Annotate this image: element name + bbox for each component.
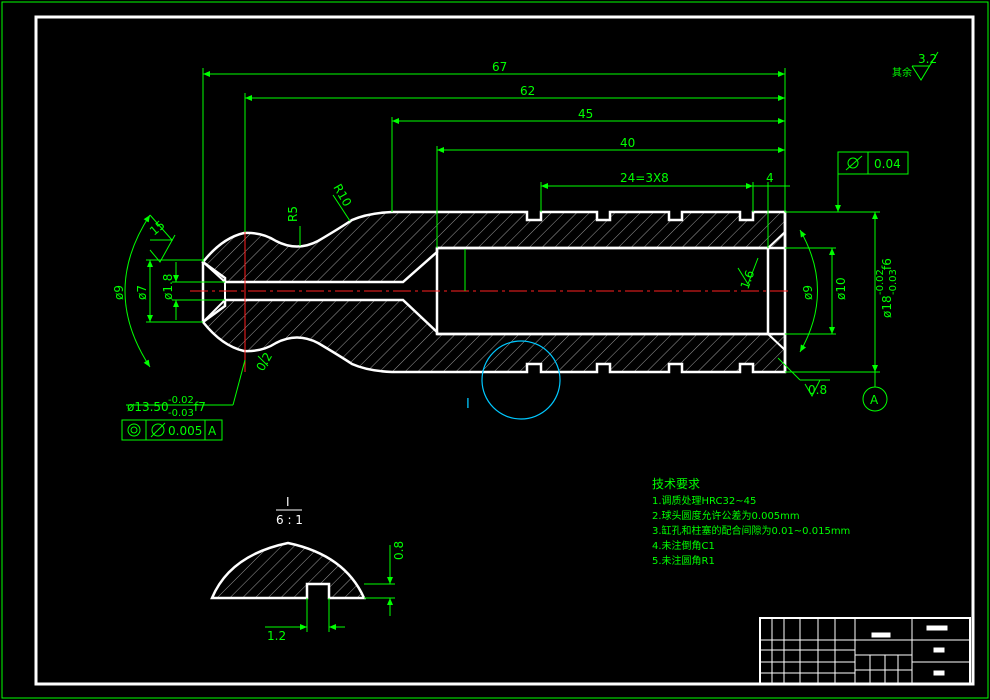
inner-frame <box>34 15 975 686</box>
ball-dia: ø13.50 <box>127 400 169 414</box>
coaxiality-frame <box>121 419 223 441</box>
dim-r0-2: 0.2 <box>253 350 275 374</box>
detail-texts: I I 6 : 1 0.8 1.2 <box>267 397 470 643</box>
dim-r5: R5 <box>286 206 300 222</box>
coaxiality-datum: A <box>208 424 217 438</box>
dim-67: 67 <box>492 60 507 74</box>
dim-40: 40 <box>620 136 635 150</box>
note-item-5: 5.未注圆角R1 <box>652 554 715 567</box>
tolerance-texts: 0.04 0.005 A A <box>168 157 901 438</box>
plunger-section <box>190 208 790 374</box>
dim-grooves: 24=3X8 <box>620 171 669 185</box>
dim-r10: R10 <box>330 182 354 209</box>
coaxiality-value: 0.005 <box>168 424 202 438</box>
outer-dia: ø18 <box>880 295 894 318</box>
dim-ball-9: ø9 <box>112 285 126 300</box>
dim-4: 4 <box>766 171 774 185</box>
title-block <box>759 617 971 685</box>
detail-view <box>210 509 395 632</box>
outer-fit: f6 <box>880 258 894 270</box>
ball-tol-upper: -0.02 <box>168 395 194 406</box>
note-item-1: 1.调质处理HRC32~45 <box>652 495 756 507</box>
roughness-general-symbol <box>911 51 939 81</box>
roughness-symbols <box>149 51 939 398</box>
bore-chamfer <box>767 231 786 351</box>
rough-3-2: 3.2 <box>918 52 937 66</box>
dim-angle-15: 15 <box>147 218 168 239</box>
note-item-4: 4.未注倒角C1 <box>652 539 715 552</box>
datum-circle <box>862 386 888 412</box>
dim-dia-7: ø7 <box>135 285 149 300</box>
outer-tol-lower: -0.03 <box>888 269 899 295</box>
dim-45: 45 <box>578 107 593 121</box>
outer-tol-upper: -0.02 <box>875 269 886 295</box>
body-lower-half <box>201 298 787 374</box>
ball-fit: f7 <box>194 400 206 414</box>
detail-marker: I <box>466 397 470 412</box>
dimensions <box>124 68 880 406</box>
dim-62: 62 <box>520 84 535 98</box>
rough-rest-label: 其余 <box>892 66 912 79</box>
chamfer-1-6: 1.6 <box>738 268 758 291</box>
cylindricity-frame <box>837 151 909 175</box>
detail-groove-section <box>210 541 366 600</box>
note-item-2: 2.球头圆度允许公差为0.005mm <box>652 509 800 522</box>
note-item-3: 3.缸孔和柱塞的配合间隙为0.01~0.015mm <box>652 524 850 537</box>
detail-scale: 6 : 1 <box>276 513 303 527</box>
cylindricity-value: 0.04 <box>874 157 901 171</box>
detail-width: 1.2 <box>267 629 286 643</box>
roughness-ball-symbol <box>149 234 176 263</box>
datum-label: A <box>870 393 879 407</box>
dim-bore-10: ø10 <box>834 277 848 300</box>
detail-title: I <box>286 495 290 509</box>
bore-wall <box>437 246 770 336</box>
roughness-outer-symbol <box>804 379 821 398</box>
detail-circle <box>481 340 561 420</box>
notes-heading: 技术要求 <box>652 477 700 491</box>
dim-bore-9: ø9 <box>801 285 815 300</box>
technical-notes: 技术要求 1.调质处理HRC32~45 2.球头圆度允许公差为0.005mm 3… <box>652 477 850 567</box>
rough-0-8: 0.8 <box>808 383 827 397</box>
ball-tol-lower: -0.03 <box>168 408 194 419</box>
detail-depth: 0.8 <box>392 541 406 560</box>
dim-dia-1-8: ø1.8 <box>161 274 175 300</box>
